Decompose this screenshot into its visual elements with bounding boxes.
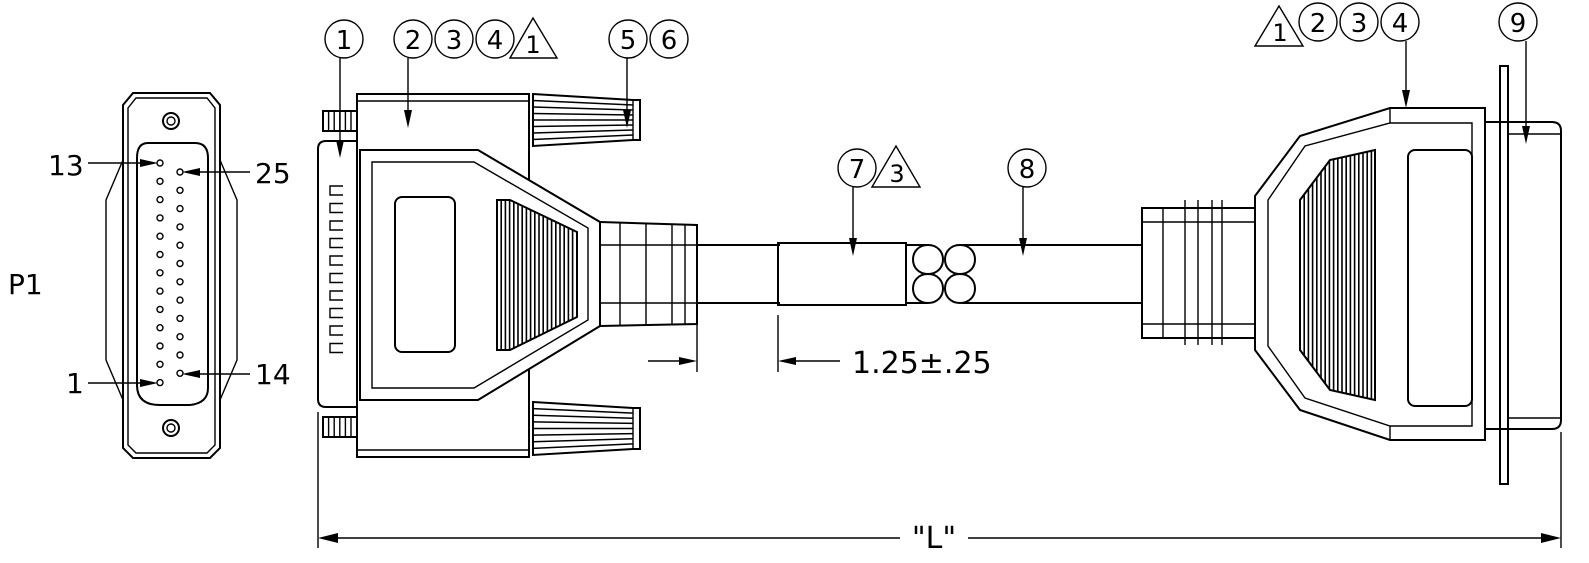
pin	[156, 360, 164, 368]
balloon-9: 9	[1510, 9, 1527, 39]
balloon-7: 7	[849, 155, 866, 185]
pin	[176, 296, 184, 304]
pin	[176, 333, 184, 341]
grip-pattern-left	[496, 199, 578, 351]
balloon-6: 6	[661, 26, 678, 56]
pin-14-label: 14	[255, 358, 291, 391]
pin	[156, 378, 164, 387]
revision-triangle-3: 3	[889, 160, 904, 188]
pin	[156, 287, 164, 295]
balloon-2-right: 2	[1310, 9, 1327, 39]
pin	[156, 195, 164, 204]
pin	[156, 177, 164, 186]
balloon-4: 4	[487, 26, 504, 56]
cable	[697, 242, 1142, 306]
pin	[156, 232, 164, 240]
pin	[176, 223, 184, 231]
pin	[156, 269, 164, 277]
pin	[156, 250, 164, 259]
thumbscrew-bottom	[532, 400, 641, 457]
sleeve-offset-dimension: 1.25±.25	[852, 346, 992, 381]
pin	[176, 278, 184, 286]
balloon-8: 8	[1019, 155, 1036, 185]
overall-length-dimension: "L"	[912, 521, 956, 556]
pin	[176, 351, 184, 359]
pin	[176, 186, 184, 195]
right-connector	[1141, 65, 1562, 485]
pin-row-14-25	[176, 168, 184, 377]
pin	[156, 305, 164, 314]
grip-pattern-right	[1299, 148, 1376, 402]
revision-triangle-1-right: 1	[1272, 19, 1287, 47]
pin	[176, 314, 184, 323]
connector-p1-label: P1	[8, 268, 43, 301]
pin	[176, 259, 184, 268]
pin	[156, 324, 164, 332]
pin	[176, 204, 184, 213]
revision-triangle-1-left: 1	[525, 31, 540, 59]
balloon-2: 2	[405, 26, 422, 56]
thumbscrew-top	[532, 92, 641, 148]
pin	[176, 369, 184, 377]
left-connector	[317, 92, 698, 458]
connector-contacts	[329, 185, 343, 354]
balloon-3-right: 3	[1351, 9, 1368, 39]
p1-face-view: 13 25 1 14 P1	[8, 92, 291, 459]
pin-1-label: 1	[66, 367, 84, 400]
pin	[156, 214, 164, 222]
balloon-5: 5	[620, 26, 637, 56]
pin	[156, 342, 164, 350]
pin-25-label: 25	[255, 157, 291, 190]
pin-row-1-13	[156, 159, 164, 387]
balloon-4-right: 4	[1392, 9, 1409, 39]
pin	[176, 241, 184, 249]
pin-13-label: 13	[48, 149, 84, 182]
balloon-3: 3	[446, 26, 463, 56]
balloon-1: 1	[336, 26, 353, 56]
callouts: 1 2 3 4 1 5 6 7 3 8 1	[324, 2, 1538, 256]
dimensions: 1.25±.25 "L"	[317, 315, 1562, 556]
